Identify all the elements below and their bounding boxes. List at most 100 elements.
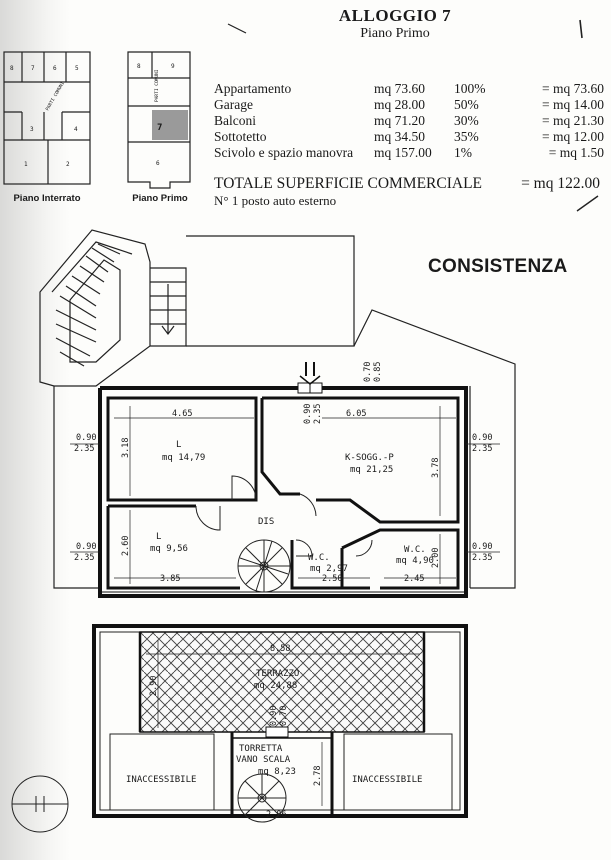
room-area: mq 24,88 <box>254 681 297 691</box>
terrace-paving <box>139 631 425 733</box>
keyplan-cell: PARTI COMUNI <box>154 69 160 102</box>
section-heading: CONSISTENZA <box>428 256 568 277</box>
room-labels: L mq 14,79 K-SOGG.-P mq 21,25 L mq 9,56 … <box>150 440 434 574</box>
dim-label: 3.18 <box>121 438 131 458</box>
room-area: mq 9,56 <box>150 544 188 554</box>
room-name: INACCESSIBILE <box>352 775 422 785</box>
area-pct: 30% <box>454 113 479 128</box>
total-label: TOTALE SUPERFICIE COMMERCIALE <box>214 175 483 192</box>
room-name: W.C. <box>404 545 426 555</box>
room-name: L <box>156 532 161 542</box>
dim-label: 0.90 <box>303 404 313 424</box>
roof-labels: 8.58 2.90 TERRAZZO mq 24,88 0.90 0.70 TO… <box>126 644 422 820</box>
area-row: Balconi mq 71.20 30% = mq 21.30 <box>214 113 604 129</box>
dim-label: 0.70 <box>279 706 289 726</box>
area-name: Scivolo e spazio manovra <box>214 145 354 160</box>
stair-block <box>39 229 516 589</box>
dim-label: 6.05 <box>346 409 366 419</box>
room-name: L <box>176 440 181 450</box>
dim-label: 0.90 <box>269 706 279 726</box>
dim-label: 2.35 <box>74 553 94 563</box>
pen-mark <box>227 23 247 34</box>
dim-label: 0.90 <box>76 433 96 443</box>
room-area: mq 21,25 <box>350 465 393 475</box>
keyplan-cell: 6 <box>156 160 160 167</box>
keyplan-cell: 5 <box>75 65 79 72</box>
keyplan-caption-primo: Piano Primo <box>132 193 188 204</box>
room-name: K-SOGG.-P <box>345 453 394 463</box>
room-area: mq 14,79 <box>162 453 205 463</box>
area-result: = mq 73.60 <box>542 81 604 96</box>
dim-label: 2.60 <box>121 536 131 556</box>
spiral-stair <box>237 539 291 593</box>
area-mq: mq 34.50 <box>374 129 426 144</box>
area-name: Garage <box>214 97 253 112</box>
room-area: mq 2,97 <box>310 564 348 574</box>
area-result: = mq 1.50 <box>548 145 604 160</box>
room-name: DIS <box>258 517 274 527</box>
dim-label: 2.86 <box>266 810 286 820</box>
keyplan-interrato <box>3 51 91 185</box>
area-name: Appartamento <box>214 81 292 96</box>
roof-plan <box>92 624 468 823</box>
room-name: VANO SCALA <box>236 755 291 765</box>
dim-label: 0.70 <box>363 362 373 382</box>
area-pct: 1% <box>454 145 472 160</box>
keyplan-cell: 2 <box>66 161 70 168</box>
keyplan-cell: 7 <box>157 123 162 133</box>
area-result: = mq 21.30 <box>542 113 604 128</box>
page-subtitle: Piano Primo <box>360 26 430 41</box>
keyplan-cell: 1 <box>24 161 28 168</box>
dim-label: 0.90 <box>472 433 492 443</box>
area-row: Garage mq 28.00 50% = mq 14.00 <box>214 97 604 113</box>
area-pct: 35% <box>454 129 479 144</box>
dim-label: 2.45 <box>404 574 424 584</box>
keyplan-cell: 3 <box>30 126 34 133</box>
area-name: Sottotetto <box>214 129 267 144</box>
keyplan-cell: 7 <box>31 65 35 72</box>
dimension-labels: 4.65 6.05 3.18 3.78 2.60 2.00 3.85 2.50 … <box>74 362 492 584</box>
dim-label: 2.35 <box>313 404 323 424</box>
dim-label: 2.50 <box>322 574 342 584</box>
pen-mark <box>579 19 583 39</box>
room-name: INACCESSIBILE <box>126 775 196 785</box>
room-name: W.C. <box>308 553 330 563</box>
dim-label: 0.90 <box>472 542 492 552</box>
area-table: Appartamento mq 73.60 100% = mq 73.60 Ga… <box>214 81 604 161</box>
tower-spiral-stair <box>237 773 287 823</box>
dim-label: 3.85 <box>160 574 180 584</box>
area-pct: 100% <box>454 81 486 96</box>
keyplan-primo <box>127 51 191 189</box>
floor-plan <box>39 229 516 598</box>
room-area: mq 4,90 <box>396 556 434 566</box>
room-area: mq 8,23 <box>258 767 296 777</box>
area-pct: 50% <box>454 97 479 112</box>
dim-label: 0.85 <box>373 362 383 382</box>
keyplan-cell: PARTI COMUNI <box>45 81 67 112</box>
keyplan-caption-interrato: Piano Interrato <box>13 193 81 204</box>
area-row: Appartamento mq 73.60 100% = mq 73.60 <box>214 81 604 97</box>
north-arrow-icon <box>11 775 69 833</box>
dim-label: 2.90 <box>149 676 159 696</box>
keyplan-highlight <box>152 110 188 140</box>
keyplan-cell: 9 <box>171 63 175 70</box>
area-row: Scivolo e spazio manovra mq 157.00 1% = … <box>214 145 604 161</box>
dim-label: 2.35 <box>472 553 492 563</box>
dim-label: 2.78 <box>313 766 323 786</box>
dim-label: 2.00 <box>431 548 441 568</box>
keyplan-cell: 4 <box>74 126 78 133</box>
keyplan-cell: 8 <box>137 63 141 70</box>
dim-label: 2.35 <box>472 444 492 454</box>
room-name: TERRAZZO <box>256 669 299 679</box>
area-mq: mq 73.60 <box>374 81 426 96</box>
page-title: ALLOGGIO 7 <box>338 6 452 25</box>
pen-mark <box>576 195 599 212</box>
keyplan-primo-labels: 8 9 PARTI COMUNI 7 6 <box>137 63 175 167</box>
dim-label: 8.58 <box>270 644 290 654</box>
parking-note: N° 1 posto auto esterno <box>214 193 337 208</box>
area-row: Sottotetto mq 34.50 35% = mq 12.00 <box>214 129 604 145</box>
area-mq: mq 71.20 <box>374 113 426 128</box>
keyplan-cell: 8 <box>10 65 14 72</box>
dim-label: 3.78 <box>431 458 441 478</box>
